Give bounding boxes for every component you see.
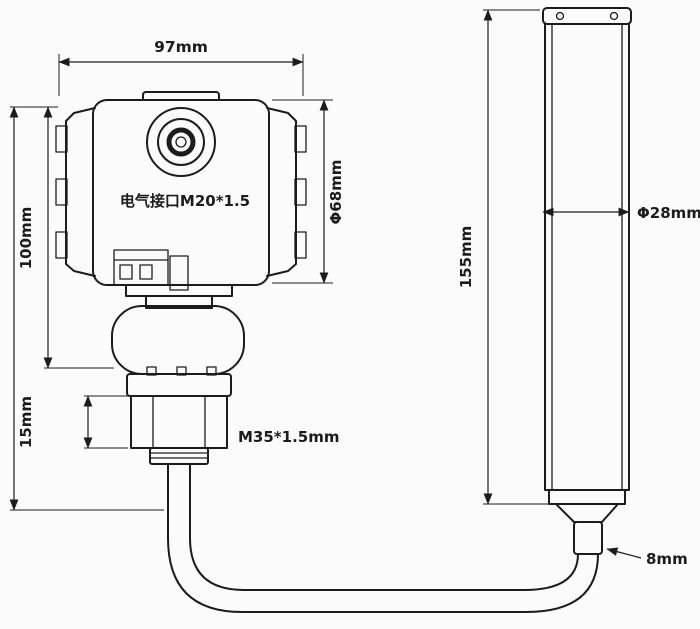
dim-housing-diameter: Φ68mm [272, 99, 345, 284]
dim-overall-height [9, 106, 164, 511]
transmitter-head [55, 91, 307, 465]
flange-fin [294, 125, 307, 153]
cap-hole [609, 11, 619, 21]
housing-flange-right [266, 107, 307, 277]
cable-gland-nipple [573, 521, 603, 555]
housing-diameter-label: Φ68mm [327, 160, 345, 225]
dim-housing-width: 97mm [58, 38, 304, 96]
flange-fin [55, 125, 68, 153]
mounting-flange-plate [126, 366, 232, 397]
mounting-bracket [125, 284, 233, 309]
thread-spec-label: M35*1.5mm [238, 428, 339, 446]
dim-probe-length: 155mm [457, 9, 549, 505]
flange-fin [55, 178, 68, 206]
flange-height-label: 15mm [17, 396, 35, 448]
electrical-entry-boss [146, 107, 216, 177]
cable [167, 463, 599, 613]
flange-fin [294, 178, 307, 206]
process-fitting [111, 305, 245, 375]
dim-housing-height: 100mm [10, 106, 114, 369]
housing-width-label: 97mm [154, 38, 208, 56]
flange-fin [294, 231, 307, 259]
cap-hole [555, 11, 565, 21]
probe-body [544, 23, 630, 491]
probe-diameter-label: Φ28mm [637, 204, 700, 222]
flange-fin [55, 231, 68, 259]
probe-bottom [548, 489, 626, 555]
dim-flange-height: 15mm [17, 395, 128, 449]
cable-diameter-label: 8mm [646, 550, 688, 568]
thread-stub [149, 447, 209, 465]
probe-length-label: 155mm [457, 226, 475, 289]
housing-flange-left [55, 107, 96, 277]
dim-probe-diameter: Φ28mm [542, 204, 700, 222]
housing-height-label: 100mm [17, 207, 35, 270]
probe [542, 7, 632, 555]
leader-cable-diameter: 8mm [606, 547, 688, 568]
electrical-interface-label: 电气接口M20*1.5 [120, 192, 250, 210]
hex-nut [130, 395, 228, 449]
probe-top-cap [542, 7, 632, 25]
